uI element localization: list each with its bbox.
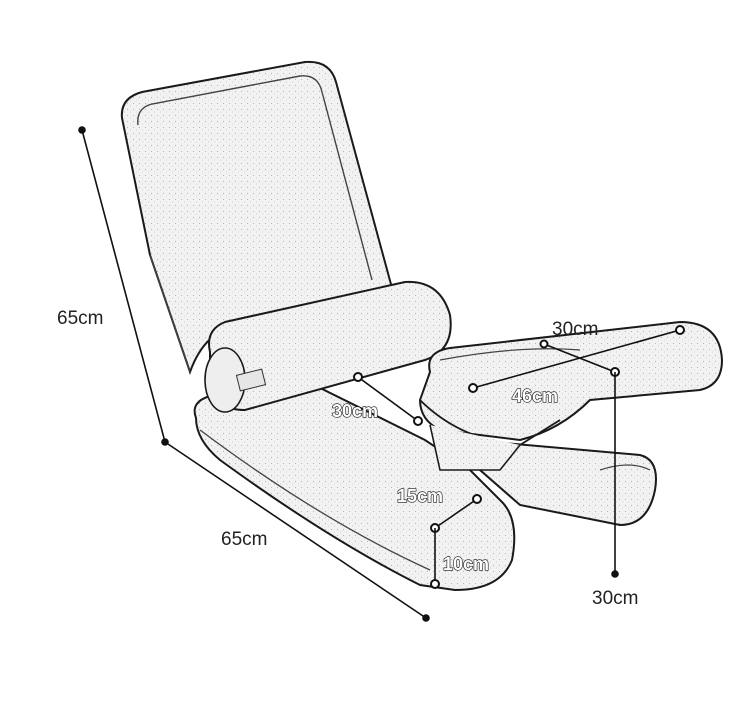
pillow-length-end-dot <box>413 416 423 426</box>
lumbar-pillow <box>204 280 452 413</box>
leg-width-label: 15cm <box>396 486 444 506</box>
armrest-height-end-dot <box>611 570 619 578</box>
armrest-length-end-dot <box>675 325 685 335</box>
armrest-width-label: 30cm <box>552 319 599 340</box>
back-height-line <box>81 129 166 443</box>
armrest-width-start-dot <box>539 339 549 349</box>
armrest-length-start-dot <box>468 383 478 393</box>
dimension-lines <box>78 126 685 622</box>
seat-depth-label: 65cm <box>221 529 268 550</box>
back-height-start-dot <box>78 126 86 134</box>
leg-height-label: 10cm <box>442 554 490 574</box>
armrest-length-line <box>472 329 681 389</box>
seat-depth-line <box>164 441 427 619</box>
leg-height-end-dot <box>430 579 440 589</box>
leg-width-end-dot <box>472 494 482 504</box>
seat-depth-end-dot <box>422 614 430 622</box>
armrest-width-line <box>543 343 616 373</box>
armrest-height-label: 30cm <box>592 588 639 609</box>
backrest <box>120 60 394 376</box>
back-height-label: 65cm <box>57 308 104 329</box>
pillow-length-label: 30cm <box>331 401 379 421</box>
pillow-length-start-dot <box>353 372 363 382</box>
leg-extension <box>468 438 657 527</box>
armrest-cushion <box>418 320 724 471</box>
leg-width-line <box>434 498 478 529</box>
armrest-length-label: 46cm <box>511 386 559 406</box>
pillow-length-line <box>357 376 419 422</box>
